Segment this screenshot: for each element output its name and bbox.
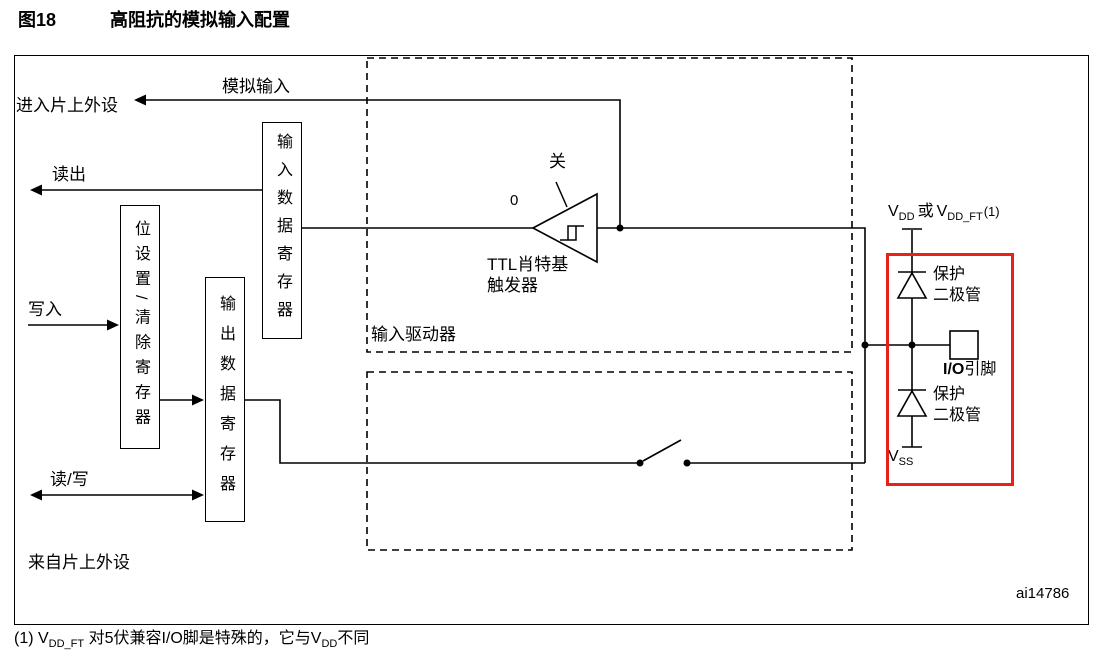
label-ttl-schmitt-line1: TTL肖特基 [487, 255, 569, 274]
figure-title: 高阻抗的模拟输入配置 [110, 10, 290, 30]
protection-diode-bottom [896, 389, 928, 417]
label-schmitt-output-zero: 0 [510, 192, 519, 209]
label-write: 写入 [28, 300, 62, 319]
vdd-v: V [888, 203, 899, 220]
register-output-data: 输出数据寄存器 [205, 277, 245, 522]
register-bit-set-clear-label: 位设置/清除寄存器 [132, 220, 149, 434]
vddft-sub: DD_FT [947, 211, 983, 224]
switch-open [642, 439, 682, 462]
io-pin-label-bold: I/O [943, 361, 965, 378]
watermark: ai14786 [1016, 585, 1070, 602]
footnote-sub1: DD_FT [48, 638, 85, 650]
label-to-onchip-peripheral: 进入片上外设 [16, 96, 118, 115]
vss-label: VSS [888, 447, 913, 469]
label-read-out: 读出 [52, 165, 86, 184]
register-input-data-label: 输入数据寄存器 [274, 132, 291, 329]
dashed-box-input-driver [366, 57, 853, 353]
schmitt-enable-line [555, 181, 568, 208]
wires [28, 99, 950, 496]
footnote-sub2: DD [321, 638, 338, 650]
footnote-part1: (1) V [14, 630, 49, 647]
vddft-footnote-ref: (1) [983, 204, 1000, 219]
protection-diode-bottom-label: 保护 二极管 [933, 384, 981, 426]
protection-diode-top-label-line2: 二极管 [933, 287, 982, 304]
protection-diode-bottom-label-line1: 保护 [933, 386, 966, 403]
hysteresis-icon [560, 225, 584, 241]
register-bit-set-clear: 位设置/清除寄存器 [120, 205, 160, 449]
footnote-part2: 对5伏兼容I/O脚是特殊的，它与V [84, 630, 322, 647]
footnote-part3: 不同 [337, 630, 370, 647]
figure-label: 图18 [18, 10, 57, 30]
label-analog-input: 模拟输入 [222, 77, 290, 96]
vddft-v: V [936, 203, 948, 220]
vdd-sub: DD [898, 211, 915, 224]
dashed-box-output-driver [366, 371, 853, 551]
label-read-write: 读/写 [50, 470, 89, 489]
protection-diode-bottom-label-line2: 二极管 [933, 407, 982, 424]
label-input-driver: 输入驱动器 [371, 325, 456, 344]
vdd-or: 或 [917, 203, 934, 220]
label-from-onchip-peripheral: 来自片上外设 [28, 553, 130, 572]
vss-sub: SS [898, 456, 914, 469]
label-ttl-schmitt-line2: 触发器 [487, 276, 538, 295]
schmitt-trigger [531, 192, 598, 264]
io-pad-square [949, 330, 979, 360]
register-input-data: 输入数据寄存器 [262, 122, 302, 339]
register-output-data-label: 输出数据寄存器 [217, 294, 234, 505]
arrowheads [30, 94, 204, 501]
diagram-frame [14, 55, 1089, 625]
junction-dots [616, 224, 916, 467]
io-pin-label: I/O引脚 [943, 360, 996, 379]
io-pin-label-text: 引脚 [964, 361, 997, 378]
vss-v: V [888, 448, 899, 465]
protection-diode-top-label-line1: 保护 [933, 266, 966, 283]
protection-diode-top [896, 271, 928, 299]
protection-diode-top-label: 保护 二极管 [933, 264, 981, 306]
label-schmitt-off: 关 [549, 152, 566, 171]
highlight-box [886, 253, 1014, 486]
footnote: (1) VDD_FT 对5伏兼容I/O脚是特殊的，它与VDD不同 [14, 624, 369, 650]
